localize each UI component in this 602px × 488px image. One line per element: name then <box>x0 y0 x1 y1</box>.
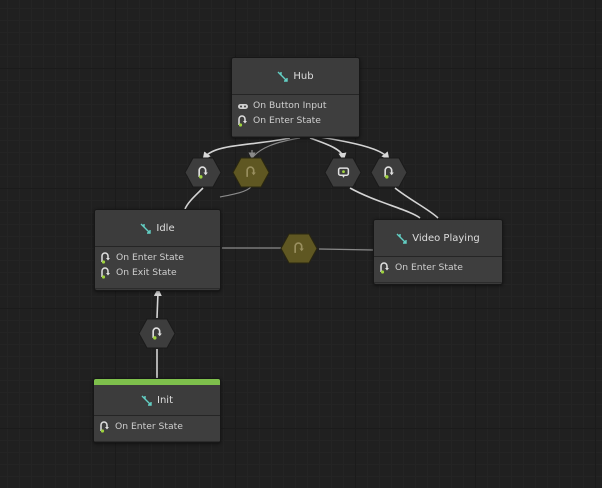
node-header[interactable]: Init <box>94 385 220 416</box>
transition-icon <box>293 242 306 255</box>
start-state-bar <box>94 379 220 385</box>
transition-video-to-hub[interactable] <box>370 157 408 188</box>
state-node-video-playing[interactable]: Video Playing On Enter State <box>373 219 503 285</box>
state-graph-icon <box>396 233 407 244</box>
video-transition-icon <box>337 166 350 179</box>
enter-state-icon <box>100 251 112 264</box>
node-header[interactable]: Hub <box>232 58 359 95</box>
node-title: Init <box>157 394 173 406</box>
transition-idle-to-hub[interactable] <box>232 157 270 188</box>
event-row-exit-state[interactable]: On Exit State <box>95 265 220 280</box>
event-row-enter-state[interactable]: On Enter State <box>94 419 220 434</box>
gamepad-icon <box>237 100 249 112</box>
enter-state-icon <box>99 420 111 433</box>
state-graph-icon <box>277 71 289 82</box>
transition-icon <box>197 166 210 179</box>
edge-video-to-hub[interactable] <box>319 136 390 161</box>
transition-icon <box>245 166 258 179</box>
event-row-enter-state[interactable]: On Enter State <box>95 250 220 265</box>
node-header[interactable]: Video Playing <box>374 220 502 257</box>
node-title: Idle <box>156 222 175 234</box>
event-row-enter-state[interactable]: On Enter State <box>374 260 502 275</box>
enter-state-icon <box>237 114 249 127</box>
edge-hub-to-video[interactable] <box>309 137 347 161</box>
edge-idle-to-hub[interactable] <box>219 186 252 198</box>
enter-state-icon <box>379 261 391 274</box>
edge-hub-to-idle[interactable] <box>202 137 291 161</box>
event-row-enter-state[interactable]: On Enter State <box>232 113 359 128</box>
node-header[interactable]: Idle <box>95 210 220 247</box>
transition-icon <box>383 166 396 179</box>
transition-hub-to-video[interactable] <box>324 157 362 188</box>
edge-video-to-idle[interactable] <box>318 248 374 251</box>
node-title: Video Playing <box>412 232 480 244</box>
event-row-button-input[interactable]: On Button Input <box>232 98 359 113</box>
transition-hub-to-idle[interactable] <box>184 157 222 188</box>
state-node-idle[interactable]: Idle On Enter State On Exit State <box>94 209 221 291</box>
exit-state-icon <box>100 266 112 279</box>
state-graph-icon <box>140 223 152 234</box>
transition-video-to-idle[interactable] <box>280 233 318 264</box>
transition-icon <box>151 327 164 340</box>
transition-init-to-idle[interactable] <box>138 318 176 349</box>
state-node-hub[interactable]: Hub On Button Input On Enter State <box>231 57 360 138</box>
node-title: Hub <box>293 70 314 82</box>
state-graph-icon <box>141 395 152 406</box>
state-node-init[interactable]: Init On Enter State <box>93 378 221 443</box>
